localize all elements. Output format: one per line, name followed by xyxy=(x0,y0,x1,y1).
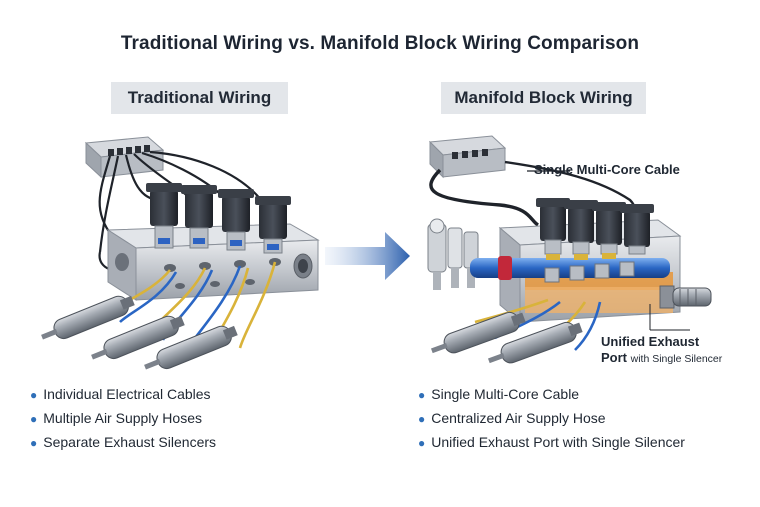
manifold-cylinders xyxy=(430,311,583,364)
bullet-icon: ● xyxy=(418,436,426,450)
manifold-wiring-label: Manifold Block Wiring xyxy=(441,82,646,114)
callout-exhaust-line2: Port with Single Silencer xyxy=(601,350,760,367)
callout-exhaust-silencer-note: with Single Silencer xyxy=(630,353,723,365)
bullet-icon: ● xyxy=(30,388,38,402)
bullet-text: Multiple Air Supply Hoses xyxy=(43,410,202,426)
bullet-icon: ● xyxy=(418,412,426,426)
traditional-cylinders xyxy=(41,295,238,370)
callout-exhaust-port: Unified Exhaust Port with Single Silence… xyxy=(601,334,760,367)
comparison-arrow xyxy=(325,232,410,280)
manifold-solenoid-valves xyxy=(536,198,654,260)
bullet-icon: ● xyxy=(418,388,426,402)
callout-exhaust-line1: Unified Exhaust xyxy=(601,334,700,349)
bullet-text: Centralized Air Supply Hose xyxy=(431,410,606,426)
bullet-text: Single Multi-Core Cable xyxy=(431,386,580,402)
callout-exhaust-port-word: Port xyxy=(601,350,627,365)
traditional-solenoid-valves xyxy=(146,183,291,254)
list-item: ● Separate Exhaust Silencers xyxy=(30,430,216,454)
list-item: ● Unified Exhaust Port with Single Silenc… xyxy=(418,430,685,454)
list-item: ● Centralized Air Supply Hose xyxy=(418,406,685,430)
page-title: Traditional Wiring vs. Manifold Block Wi… xyxy=(120,33,640,54)
bullet-text: Separate Exhaust Silencers xyxy=(43,434,217,450)
unified-exhaust-silencer xyxy=(649,285,712,331)
list-item: ● Individual Electrical Cables xyxy=(30,382,216,406)
filter-regulator-unit xyxy=(427,218,479,290)
list-item: ● Single Multi-Core Cable xyxy=(418,382,685,406)
manifold-junction-box xyxy=(428,135,507,179)
list-item: ● Multiple Air Supply Hoses xyxy=(30,406,216,430)
centralized-air-supply-hose xyxy=(470,256,670,283)
traditional-wiring-label: Traditional Wiring xyxy=(111,82,288,114)
manifold-bullet-list: ● Single Multi-Core Cable ● Centralized Ai… xyxy=(418,382,685,454)
callout-multi-core-cable: Single Multi-Core Cable xyxy=(534,162,680,177)
bullet-icon: ● xyxy=(30,412,38,426)
traditional-bullet-list: ● Individual Electrical Cables ● Multiple … xyxy=(30,382,216,454)
traditional-junction-box xyxy=(84,136,165,179)
bullet-text: Unified Exhaust Port with Single Silence… xyxy=(431,434,685,450)
bullet-icon: ● xyxy=(30,436,38,450)
bullet-text: Individual Electrical Cables xyxy=(43,386,211,402)
